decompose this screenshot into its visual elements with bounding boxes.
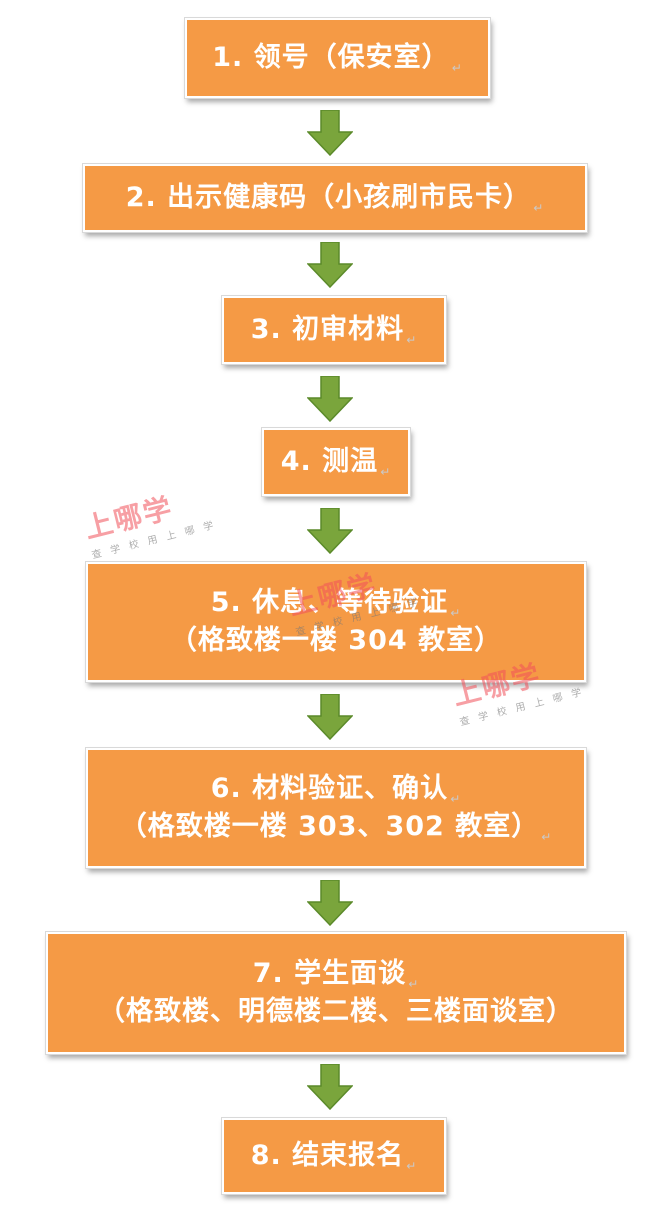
step-1-label: 1. 领号（保安室）	[212, 42, 450, 74]
watermark-logo: 上哪学 查 学 校 用 上 哪 学	[81, 491, 218, 562]
return-mark: ↵	[541, 830, 553, 844]
down-arrow-icon	[307, 694, 353, 740]
return-mark: ↵	[408, 977, 420, 992]
step-5-label: 5. 休息、等待验证	[210, 587, 449, 619]
return-mark: ↵	[450, 606, 462, 621]
step-4-box: 4. 测温↵	[262, 428, 410, 496]
step-6-box: 6. 材料验证、确认↵ （格致楼一楼 303、302 教室）↵	[86, 748, 586, 868]
step-1-box: 1. 领号（保安室）↵	[185, 18, 490, 98]
return-mark: ↵	[450, 792, 462, 807]
step-5-location: （格致楼一楼 304 教室）	[169, 625, 503, 656]
return-mark: ↵	[380, 465, 392, 480]
step-6-label: 6. 材料验证、确认	[210, 773, 449, 805]
step-2-label: 2. 出示健康码（小孩刷市民卡）	[125, 182, 532, 214]
down-arrow-icon	[307, 242, 353, 288]
step-2-box: 2. 出示健康码（小孩刷市民卡）↵	[83, 164, 587, 232]
step-8-box: 8. 结束报名↵	[222, 1118, 446, 1194]
step-6-location: （格致楼一楼 303、302 教室）	[119, 811, 540, 842]
return-mark: ↵	[533, 201, 545, 216]
return-mark: ↵	[451, 61, 463, 76]
step-7-location: （格致楼、明德楼二楼、三楼面谈室）	[98, 996, 574, 1027]
down-arrow-icon	[307, 880, 353, 926]
step-5-box: 5. 休息、等待验证↵ （格致楼一楼 304 教室）	[86, 562, 586, 682]
step-4-label: 4. 测温	[280, 446, 379, 478]
return-mark: ↵	[406, 333, 418, 348]
down-arrow-icon	[307, 110, 353, 156]
step-8-label: 8. 结束报名	[250, 1140, 405, 1172]
step-3-box: 3. 初审材料↵	[222, 296, 446, 364]
down-arrow-icon	[307, 1064, 353, 1110]
step-7-label: 7. 学生面谈	[252, 958, 407, 990]
step-7-box: 7. 学生面谈↵ （格致楼、明德楼二楼、三楼面谈室）	[46, 932, 626, 1054]
down-arrow-icon	[307, 376, 353, 422]
down-arrow-icon	[307, 508, 353, 554]
step-3-label: 3. 初审材料	[250, 314, 405, 346]
return-mark: ↵	[406, 1159, 418, 1174]
